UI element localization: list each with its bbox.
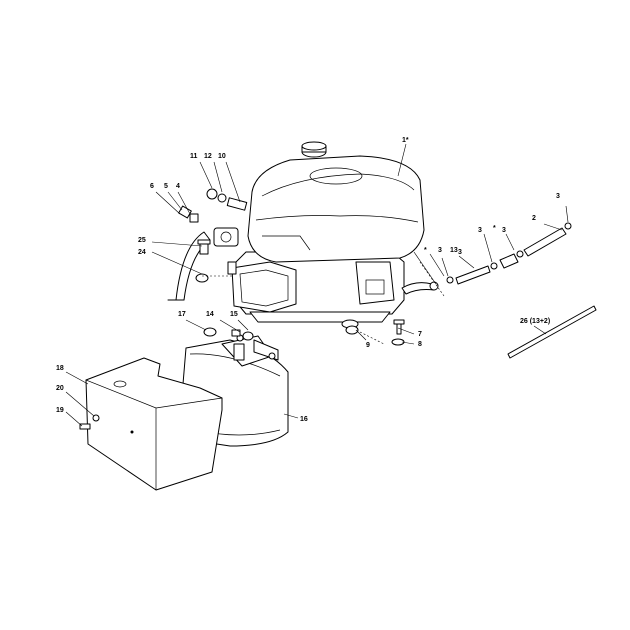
callout-24: 24 [138,249,146,256]
callout-5: 5 [164,183,168,190]
asterisk-marker: * [424,247,427,254]
callout-17: 17 [178,311,186,318]
screw-set-upper [203,327,254,341]
callout-18: 18 [56,365,64,372]
callout-15: 15 [230,311,238,318]
callout-20: 20 [56,385,64,392]
cover-plate-18 [79,357,223,491]
callout-16: 16 [300,416,308,423]
callout-9: 9 [366,342,370,349]
callout-1: 1* [402,137,409,144]
callout-6: 6 [150,183,154,190]
tube-26 [507,305,597,359]
callout-14: 14 [206,311,214,318]
callout-labels: 1* 2 3 3 3 3 3 4 5 6 7 8 9 10 11 12 13 1… [56,137,560,423]
callout-3: 3 [438,247,442,254]
engine-assembly [227,141,425,329]
callout-3: 3 [502,227,506,234]
callout-3: 3 [556,193,560,200]
callout-13: 13 [450,247,458,254]
bolt-set [206,188,248,211]
callout-4: 4 [176,183,180,190]
callout-8: 8 [418,341,422,348]
callout-26: 26 (13+2) [520,318,550,325]
asterisk-marker: * [493,225,496,232]
callout-7: 7 [418,331,422,338]
callout-2: 2 [532,215,536,222]
callout-11: 11 [190,153,198,160]
callout-10: 10 [218,153,226,160]
exhaust-parts [167,205,239,301]
fuel-line-parts [401,222,572,295]
callout-3: 3 [478,227,482,234]
callout-19: 19 [56,407,64,414]
callout-25: 25 [138,237,146,244]
screw-set [202,261,445,346]
callout-12: 12 [204,153,212,160]
leader-lines [65,143,569,427]
callout-3: 3 [458,249,462,256]
